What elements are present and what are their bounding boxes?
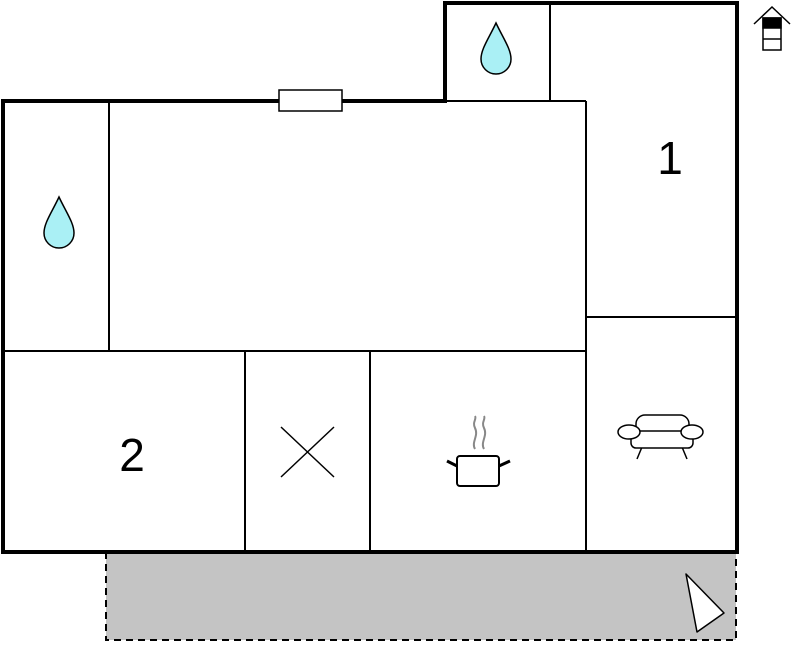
interior-walls [4, 4, 736, 551]
terrace-area [105, 552, 737, 641]
cooking-pot-icon [446, 415, 511, 487]
x-mark-icon [280, 426, 335, 478]
north-arrow-icon [685, 573, 725, 633]
water-drop-icon [43, 195, 75, 249]
exterior-walls [1, 1, 739, 554]
window-icon [278, 89, 343, 112]
water-drop-icon [480, 21, 512, 75]
room-label-2: 2 [119, 429, 145, 481]
house-floor-icon [753, 5, 791, 51]
sofa-icon [617, 414, 704, 460]
room-label-1: 1 [657, 132, 683, 184]
